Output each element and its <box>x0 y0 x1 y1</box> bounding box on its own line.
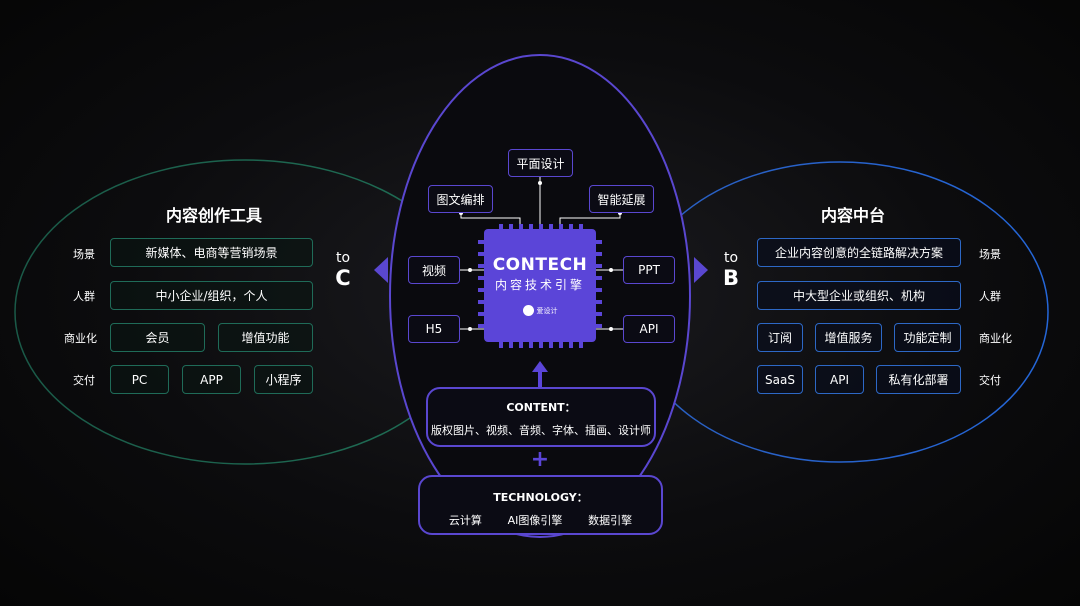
right-scene-box: 企业内容创意的全链路解决方案 <box>757 238 961 267</box>
right-commerce-box-1: 订阅 <box>757 323 803 352</box>
module-top-left: 图文编排 <box>428 185 493 213</box>
right-delivery-box-3: 私有化部署 <box>876 365 961 394</box>
right-commerce-box-3: 功能定制 <box>894 323 961 352</box>
chip-logo-text: 爱设计 <box>536 306 558 315</box>
module-left-lower: H5 <box>408 315 460 343</box>
content-text: 版权图片、视频、音频、字体、插画、设计师 <box>431 424 651 437</box>
right-row-label-scene: 场景 <box>979 248 1001 261</box>
right-people-box: 中大型企业或组织、机构 <box>757 281 961 310</box>
content-to-chip-arrow <box>532 361 548 387</box>
technology-item-3: 数据引擎 <box>588 514 633 527</box>
left-people-box: 中小企业/组织，个人 <box>110 281 313 310</box>
left-commerce-box-1: 会员 <box>110 323 205 352</box>
content-box: CONTENT： 版权图片、视频、音频、字体、插画、设计师 <box>426 387 656 447</box>
chip-title: CONTECH <box>492 255 588 275</box>
left-target-label: C <box>335 266 351 290</box>
right-delivery-box-1: SaaS <box>757 365 803 394</box>
module-right-lower: API <box>623 315 675 343</box>
left-title: 内容创作工具 <box>165 206 262 225</box>
module-top-right: 智能延展 <box>589 185 654 213</box>
technology-box: TECHNOLOGY： 云计算 AI图像引擎 数据引擎 <box>418 475 663 535</box>
logo-icon <box>522 305 534 316</box>
right-row-label-delivery: 交付 <box>979 374 1001 387</box>
technology-item-1: 云计算 <box>448 514 482 527</box>
to-b-arrow <box>694 257 708 283</box>
right-target-label: B <box>722 266 739 290</box>
right-commerce-box-2: 增值服务 <box>815 323 882 352</box>
left-delivery-box-3: 小程序 <box>254 365 313 394</box>
module-left-upper: 视频 <box>408 256 460 284</box>
chip-logo: 爱设计 <box>522 305 558 316</box>
left-row-label-scene: 场景 <box>73 248 95 261</box>
left-row-label-people: 人群 <box>73 290 95 303</box>
left-scene-box: 新媒体、电商等营销场景 <box>110 238 313 267</box>
left-delivery-box-2: APP <box>182 365 241 394</box>
left-row-label-commerce: 商业化 <box>64 332 97 345</box>
to-c-arrow <box>374 257 388 283</box>
right-row-label-commerce: 商业化 <box>979 332 1012 345</box>
contech-chip: CONTECH 内容技术引擎 爱设计 <box>484 229 596 342</box>
left-commerce-box-2: 增值功能 <box>218 323 313 352</box>
right-row-label-people: 人群 <box>979 290 1001 303</box>
left-to-label: to <box>335 250 351 266</box>
left-delivery-box-1: PC <box>110 365 169 394</box>
module-right-upper: PPT <box>623 256 675 284</box>
right-title: 内容中台 <box>820 206 885 225</box>
plus-sign: + <box>530 447 550 472</box>
technology-item-2: AI图像引擎 <box>507 514 563 527</box>
technology-title: TECHNOLOGY： <box>493 491 588 504</box>
right-delivery-box-2: API <box>815 365 864 394</box>
technology-items: 云计算 AI图像引擎 数据引擎 <box>420 512 661 528</box>
right-to-label: to <box>723 250 739 266</box>
chip-subtitle: 内容技术引擎 <box>494 278 585 292</box>
left-row-label-delivery: 交付 <box>73 374 95 387</box>
module-top: 平面设计 <box>508 149 573 177</box>
chip-pins <box>478 224 602 348</box>
content-title: CONTENT： <box>506 401 576 414</box>
